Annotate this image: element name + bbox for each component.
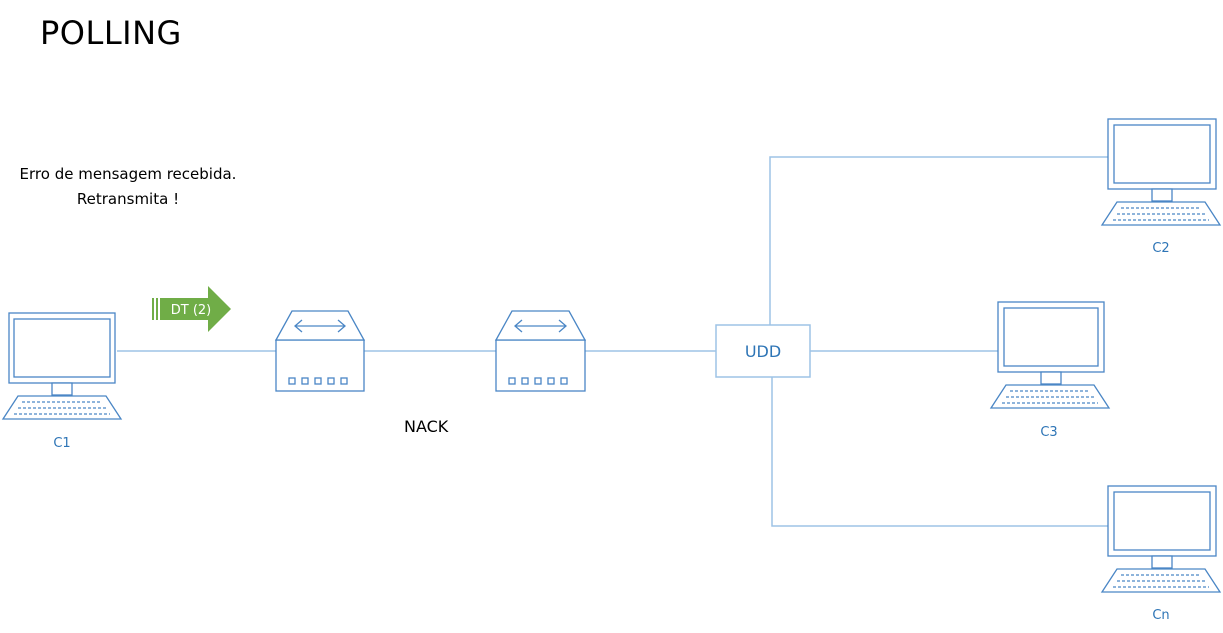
connections — [117, 156, 1108, 527]
nack-label: NACK — [404, 417, 449, 436]
keyboard-icon — [1100, 568, 1222, 593]
keyboard-icon — [1100, 201, 1222, 226]
monitor-icon — [1107, 485, 1217, 569]
monitor-icon — [8, 312, 116, 396]
error-message-line2: Retransmita ! — [76, 190, 180, 208]
udd-label: UDD — [745, 342, 781, 361]
computer-c1 — [1, 312, 123, 420]
link-udd-cn — [771, 377, 1108, 527]
switch-2 — [494, 310, 587, 392]
keyboard-icon — [989, 384, 1111, 409]
link-udd-c2 — [769, 156, 1108, 325]
computer-cn — [1100, 485, 1222, 593]
computer-c2 — [1100, 118, 1222, 226]
monitor-icon — [1107, 118, 1217, 202]
computer-c3 — [989, 301, 1111, 409]
packet-label: DT (2) — [171, 303, 212, 318]
monitor-icon — [997, 301, 1105, 385]
diagram-title: POLLING — [40, 14, 182, 52]
udd-box: UDD — [715, 324, 811, 378]
packet-arrow: DT (2) — [152, 286, 231, 332]
error-message: Erro de mensagem recebida. Retransmita ! — [0, 162, 256, 212]
error-message-line1: Erro de mensagem recebida. — [19, 165, 237, 183]
switch-1 — [274, 310, 366, 392]
computer-c3-label: C3 — [1040, 425, 1057, 440]
bidirectional-arrow-icon — [294, 319, 346, 333]
keyboard-icon — [1, 395, 123, 420]
computer-c1-label: C1 — [53, 436, 70, 451]
port-icons — [508, 377, 568, 385]
computer-cn-label: Cn — [1152, 608, 1169, 623]
computer-c2-label: C2 — [1152, 241, 1169, 256]
port-icons — [288, 377, 348, 385]
bidirectional-arrow-icon — [514, 319, 567, 333]
